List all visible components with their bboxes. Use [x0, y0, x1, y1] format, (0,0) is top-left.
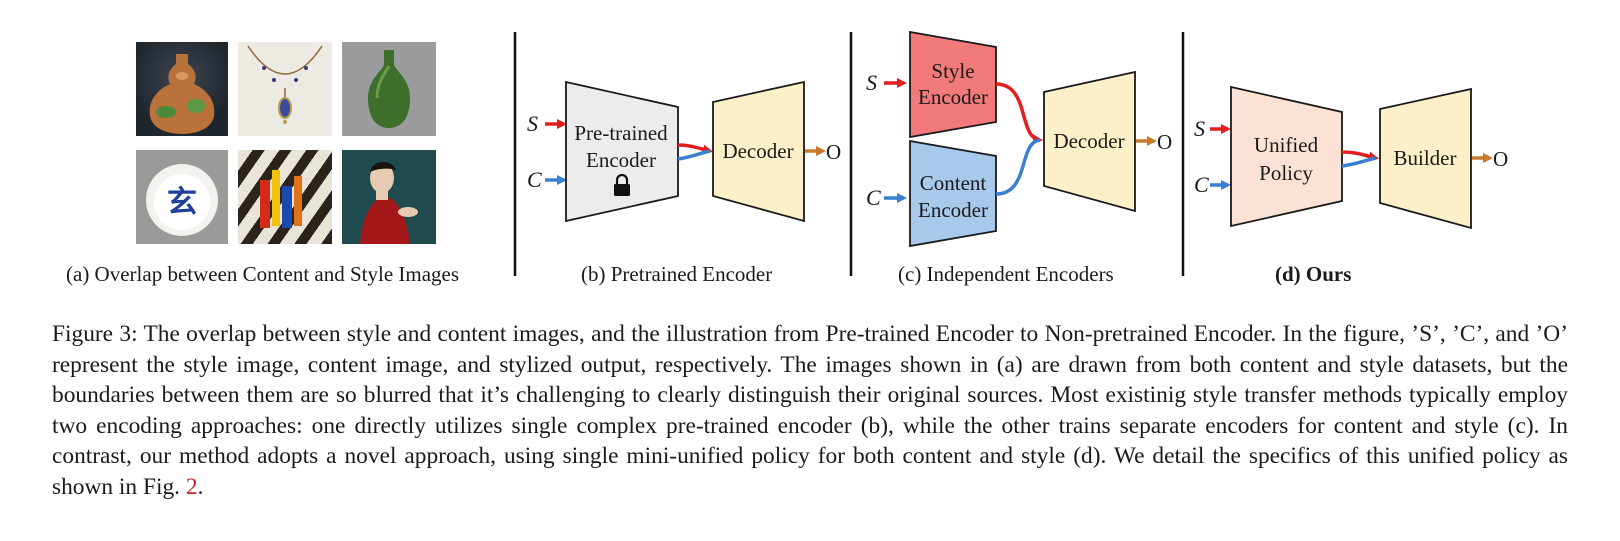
caption-text-end: .	[197, 473, 204, 500]
decoder-label: Decoder	[722, 139, 793, 163]
builder-block	[1379, 87, 1472, 230]
lock-icon	[614, 173, 630, 196]
bowl-with-character-photo: 玄	[136, 150, 228, 244]
style-encoder-label: Encoder	[918, 85, 988, 109]
decoder-label: Decoder	[1053, 129, 1124, 153]
decoder-block	[712, 80, 805, 223]
connector-red	[677, 143, 713, 155]
colored-glass-shadows-photo	[238, 150, 332, 244]
panel-b-label: (b) Pretrained Encoder	[581, 262, 773, 286]
connector-red	[995, 82, 1043, 145]
content-encoder-label: Encoder	[918, 198, 988, 222]
style-encoder-block	[909, 30, 997, 139]
pretrained-encoder-label: Pre-trained	[574, 121, 668, 145]
style-symbol: S	[866, 70, 877, 95]
figure-3: 玄	[66, 30, 1508, 286]
pendant-necklace-photo	[238, 42, 332, 136]
gourd-vase-photo	[136, 42, 228, 136]
content-encoder-block	[909, 139, 997, 248]
unified-policy-label: Policy	[1259, 161, 1313, 185]
panel-c-label: (c) Independent Encoders	[898, 262, 1114, 286]
unified-policy-label: Unified	[1254, 133, 1319, 157]
connector-blue	[995, 138, 1041, 196]
decoder-block	[1043, 70, 1136, 213]
panel-d-label: (d) Ours	[1275, 262, 1352, 286]
output-symbol: O	[826, 140, 841, 164]
pretrained-encoder-label: Encoder	[586, 148, 656, 172]
svg-text:玄: 玄	[167, 185, 197, 219]
output-symbol: O	[1493, 147, 1508, 171]
diagram-canvas: S C Pre-trained Encoder Decoder O S Styl…	[513, 30, 1508, 276]
content-symbol: C	[527, 167, 542, 192]
woman-in-red-painting	[342, 150, 436, 244]
content-symbol: C	[866, 185, 881, 210]
caption-text: Figure 3: The overlap between style and …	[52, 321, 1568, 500]
figure-reference-link[interactable]: 2	[185, 473, 198, 500]
connector-blue	[1341, 156, 1377, 168]
connector-red	[1341, 150, 1379, 162]
unified-policy-block	[1230, 85, 1343, 228]
content-symbol: C	[1194, 172, 1209, 197]
style-symbol: S	[527, 111, 538, 136]
figure-caption: Figure 3: The overlap between style and …	[52, 319, 1568, 502]
output-symbol: O	[1157, 130, 1172, 154]
green-bottle-photo	[342, 42, 436, 136]
pretrained-encoder-block	[565, 80, 679, 223]
builder-label: Builder	[1394, 146, 1457, 170]
panel-a-label: (a) Overlap between Content and Style Im…	[66, 262, 460, 286]
connector-blue	[677, 149, 711, 161]
style-encoder-label: Style	[931, 59, 974, 83]
style-symbol: S	[1194, 116, 1205, 141]
content-encoder-label: Content	[920, 171, 987, 195]
